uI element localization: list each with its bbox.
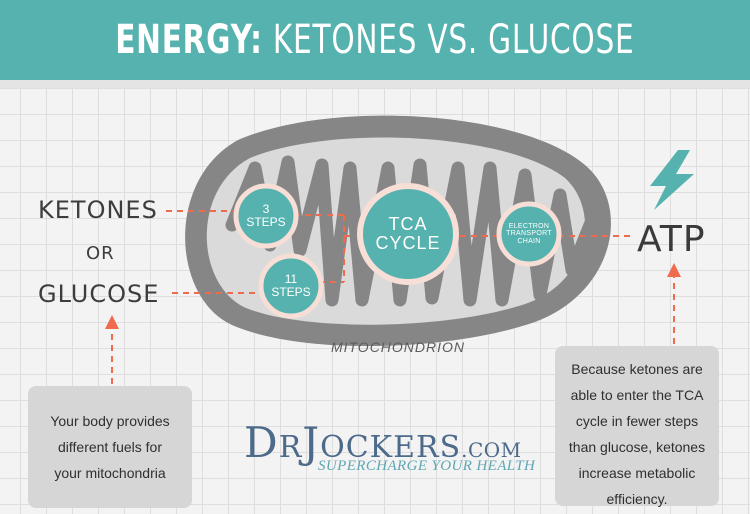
bubble-3-steps — [233, 183, 299, 249]
note-left: Your body provides different fuels for y… — [28, 386, 192, 508]
note-right-line-3: cycle in fewer steps — [575, 413, 699, 429]
logo-wordmark: DRJOCKERS.COM — [244, 418, 522, 467]
title-bold: ENERGY: — [115, 17, 263, 63]
note-right-line-5: increase metabolic — [578, 465, 696, 481]
bubble-tca-cycle — [357, 183, 459, 285]
note-right-line-1: Because ketones are — [571, 361, 703, 377]
process-bubbles — [233, 183, 562, 319]
label-glucose: GLUCOSE — [38, 280, 160, 308]
logo-tagline: SUPERCHARGE YOUR HEALTH — [318, 458, 536, 474]
bubble-11-steps — [258, 253, 324, 319]
note-right-line-2: able to enter the TCA — [570, 387, 704, 403]
up-arrows — [105, 263, 681, 384]
page-title: ENERGY: KETONES VS. GLUCOSE — [115, 17, 634, 63]
note-left-line-2: different fuels for — [57, 439, 163, 455]
note-right-line-6: efficiency. — [606, 491, 668, 507]
drjockers-logo: DRJOCKERS.COM SUPERCHARGE YOUR HEALTH — [244, 418, 535, 478]
logo-r: R — [278, 430, 303, 465]
bubble-etc — [496, 201, 562, 267]
label-atp: ATP — [637, 219, 706, 260]
logo-ockers: OCKERS — [320, 430, 462, 465]
note-left-line-3: your mitochondria — [54, 465, 166, 481]
logo-com: .COM — [461, 438, 522, 462]
note-right: Because ketones are able to enter the TC… — [555, 346, 719, 507]
label-ketones: KETONES — [38, 196, 158, 224]
title-rest: KETONES VS. GLUCOSE — [273, 17, 635, 63]
header-banner: ENERGY: KETONES VS. GLUCOSE — [0, 0, 750, 88]
mitochondrion-label: MITOCHONDRION — [330, 339, 466, 355]
note-right-line-4: than glucose, ketones — [568, 439, 706, 455]
note-left-line-1: Your body provides — [50, 413, 170, 429]
label-or: OR — [86, 243, 115, 264]
logo-j: J — [302, 418, 321, 467]
pathway-connectors — [166, 210, 630, 294]
lightning-bolt-icon — [650, 150, 694, 210]
logo-d: D — [244, 418, 279, 467]
